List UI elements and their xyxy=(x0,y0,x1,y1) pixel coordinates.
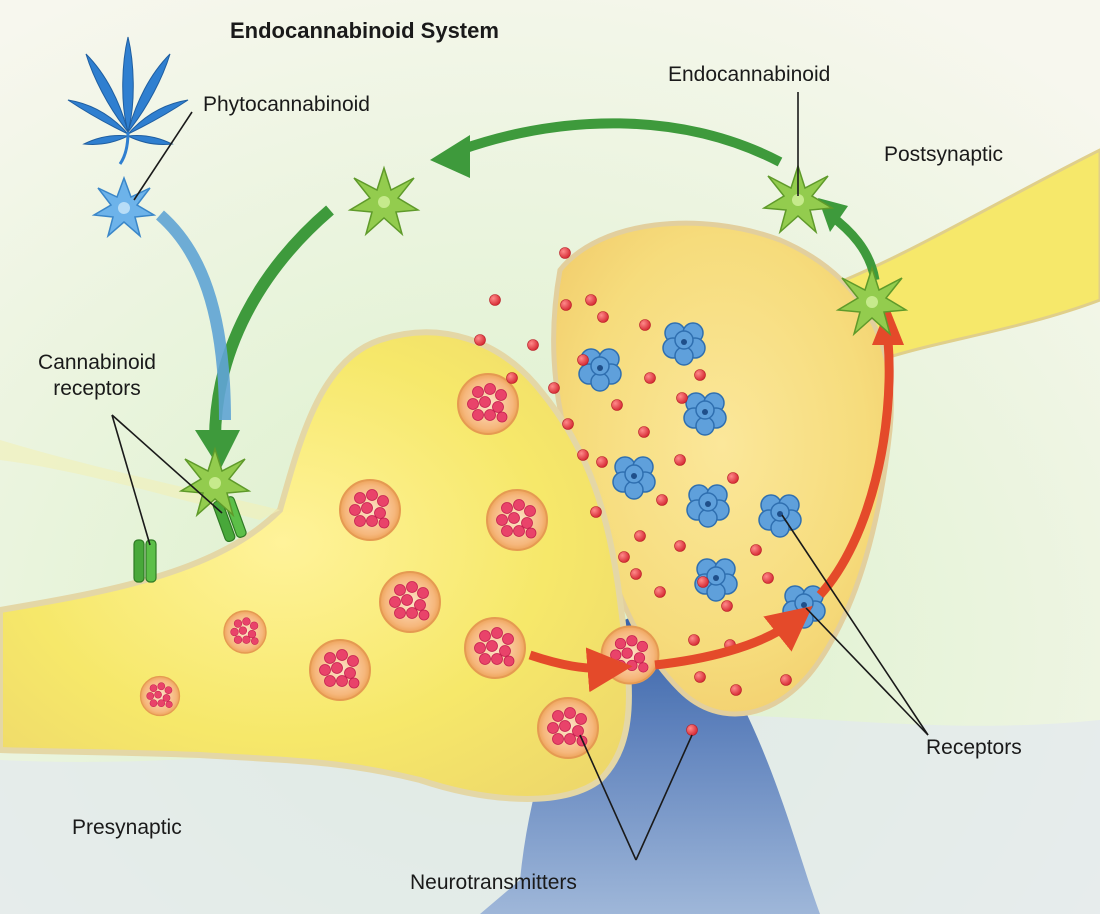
label-endocannabinoid: Endocannabinoid xyxy=(668,63,831,86)
label-postsynaptic: Postsynaptic xyxy=(884,143,1004,166)
diagram-title: Endocannabinoid System xyxy=(230,18,499,43)
label-cannabinoid-receptors: Cannabinoid receptors xyxy=(38,351,156,400)
label-receptors: Receptors xyxy=(926,736,1022,759)
label-phytocannabinoid: Phytocannabinoid xyxy=(203,93,370,116)
label-presynaptic: Presynaptic xyxy=(72,816,182,839)
cannabis-leaf-icon xyxy=(67,36,189,165)
leader-lines xyxy=(111,92,929,861)
label-neurotransmitters: Neurotransmitters xyxy=(410,871,577,894)
